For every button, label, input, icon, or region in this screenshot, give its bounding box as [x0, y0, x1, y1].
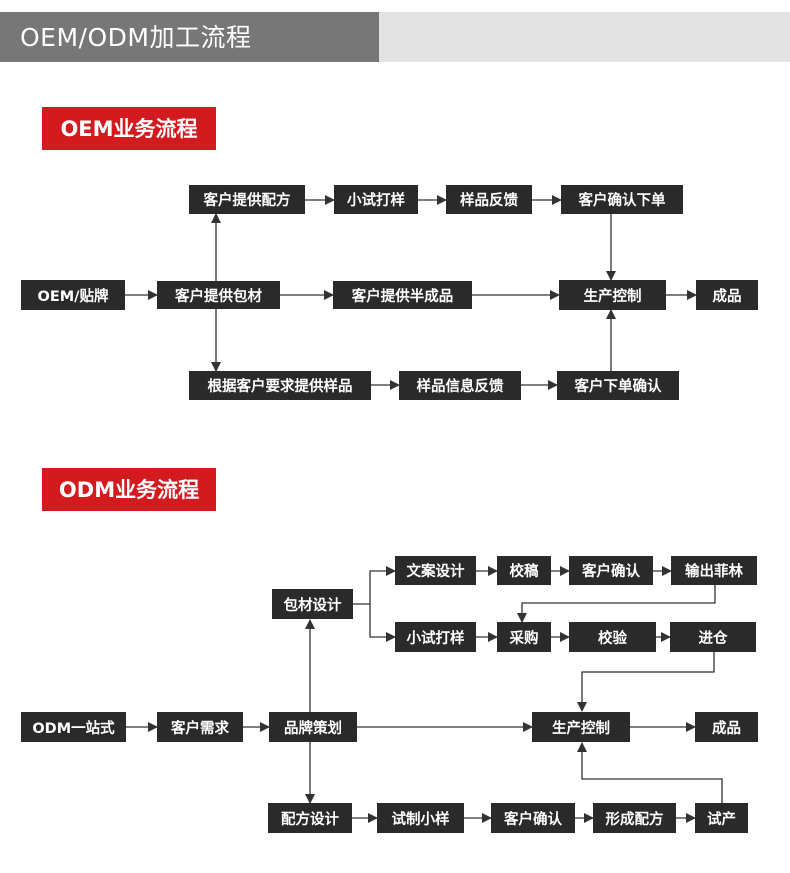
odm-node-warehousing: 进仓	[670, 622, 756, 652]
odm-node-client-confirm-2: 客户确认	[491, 803, 575, 833]
oem-node-client-packaging: 客户提供包材	[157, 281, 280, 309]
oem-node-sample-info-feedback: 样品信息反馈	[399, 371, 521, 400]
odm-arrow-8	[369, 604, 396, 642]
odm-node-proofread: 校稿	[497, 556, 551, 585]
odm-node-client-confirm-1: 客户确认	[569, 556, 653, 585]
oem-node-production-control: 生产控制	[559, 280, 666, 310]
odm-node-production-control: 生产控制	[532, 712, 630, 742]
oem-node-samples-by-req: 根据客户要求提供样品	[189, 371, 371, 400]
odm-node-formula-design: 配方设计	[268, 803, 352, 833]
odm-node-trial-sample: 试制小样	[377, 803, 464, 833]
odm-node-small-trial: 小试打样	[395, 622, 476, 652]
odm-section-title: ODM业务流程	[42, 468, 216, 511]
odm-node-inspection: 校验	[569, 622, 656, 652]
odm-node-packaging-design: 包材设计	[272, 589, 353, 619]
odm-node-output-film: 输出菲林	[671, 556, 757, 585]
page-title: OEM/ODM加工流程	[20, 23, 252, 52]
oem-node-start: OEM/贴牌	[21, 280, 125, 310]
odm-node-finished: 成品	[695, 712, 758, 742]
odm-node-trial-production: 试产	[695, 803, 748, 833]
odm-arrow-21	[577, 742, 723, 803]
oem-node-client-confirm-order: 客户确认下单	[561, 185, 683, 214]
odm-node-brand-planning: 品牌策划	[269, 712, 357, 742]
odm-arrow-12	[517, 585, 716, 623]
odm-node-form-formula: 形成配方	[593, 803, 676, 833]
oem-node-finished: 成品	[696, 280, 758, 310]
oem-node-client-formula: 客户提供配方	[189, 185, 305, 214]
header-tab	[0, 12, 379, 62]
oem-node-sample-feedback: 样品反馈	[446, 185, 532, 214]
oem-section-title: OEM业务流程	[42, 107, 216, 150]
odm-node-client-demand: 客户需求	[157, 712, 243, 742]
odm-node-copy-design: 文案设计	[395, 556, 476, 585]
oem-node-client-order-confirm: 客户下单确认	[557, 371, 679, 400]
odm-node-purchase: 采购	[497, 622, 551, 652]
oem-node-small-trial: 小试打样	[334, 185, 418, 214]
odm-arrow-16	[577, 652, 715, 712]
oem-node-client-semi: 客户提供半成品	[333, 281, 472, 309]
odm-node-start: ODM一站式	[21, 712, 126, 742]
odm-arrow-7	[353, 566, 396, 605]
